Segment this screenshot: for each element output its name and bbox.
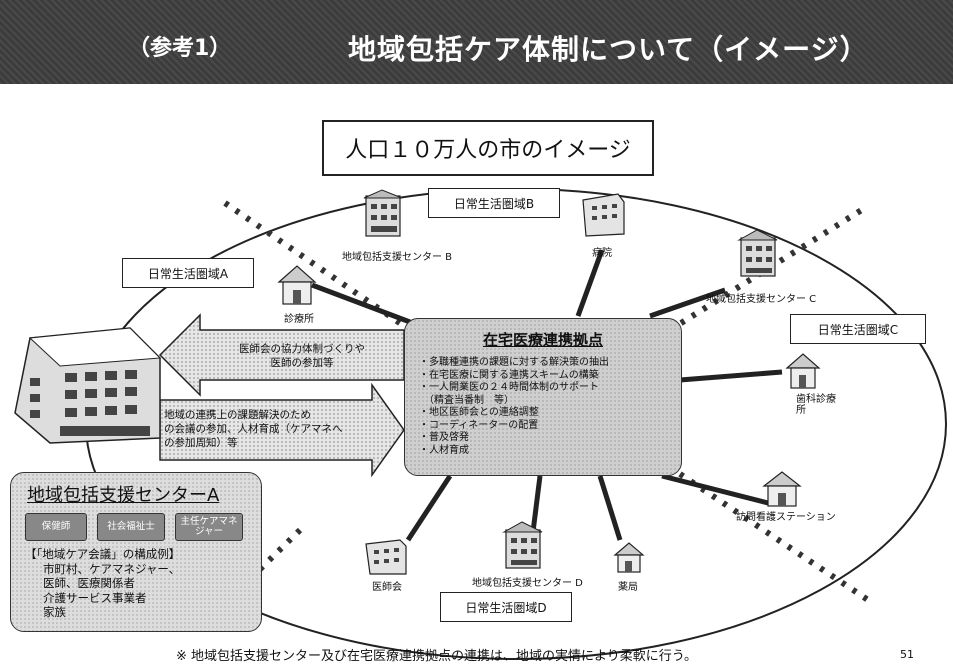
role-social-worker: 社会福祉士 <box>97 513 165 541</box>
area-label-a: 日常生活圏域A <box>122 258 254 288</box>
city-title-box: 人口１０万人の市のイメージ <box>322 120 654 176</box>
arrow-right-text: 地域の連携上の課題解決のため の会議の参加、人材育成（ケアマネへ の参加周知）等 <box>164 408 374 450</box>
arrow-right-line-1: 地域の連携上の課題解決のため <box>164 409 311 421</box>
arrow-right-line-3: の参加周知）等 <box>164 437 238 449</box>
home-care-hub: 在宅医療連携拠点 ・多職種連携の課題に対する解決策の抽出 ・在宅医療に関する連携… <box>404 318 682 476</box>
arrow-right-line-2: の会議の参加、人材育成（ケアマネへ <box>164 423 343 435</box>
footnote: ※ 地域包括支援センター及び在宅医療連携拠点の連携は、地域の実情により柔軟に行う… <box>176 649 697 664</box>
area-label-b: 日常生活圏域B <box>428 188 560 218</box>
arrow-left-line-2: 医師の参加等 <box>270 357 334 369</box>
label-dental-text: 歯科診療所 <box>796 394 836 416</box>
label-center-b: 地域包括支援センター B <box>342 252 453 263</box>
area-label-c: 日常生活圏域C <box>790 314 926 344</box>
area-label-d: 日常生活圏域D <box>440 592 572 622</box>
label-center-d: 地域包括支援センター D <box>472 578 583 589</box>
role-chief-care-manager: 主任ケアマネジャー <box>175 513 243 541</box>
dental-clinic-icon <box>785 353 821 389</box>
care-meeting-item: 家族 <box>43 605 66 619</box>
hub-item: ・一人開業医の２４時間体制のサポート <box>419 382 599 393</box>
nursing-station-icon <box>762 471 802 507</box>
care-meeting-item: 介護サービス事業者 <box>43 590 147 605</box>
hub-item: （精査当番制 等） <box>419 394 514 406</box>
care-meeting-title: 【「地域ケア会議」の構成例】 <box>25 547 181 561</box>
label-pharmacy: 薬局 <box>618 582 638 593</box>
clinic-icon <box>277 265 317 305</box>
hub-title: 在宅医療連携拠点 <box>482 331 603 349</box>
arrow-left <box>158 313 405 397</box>
page-title: 地域包括ケア体制について（イメージ） <box>348 33 869 66</box>
label-clinic: 診療所 <box>284 314 314 325</box>
hub-item: ・在宅医療に関する連携スキームの構築 <box>419 369 599 381</box>
label-medical-assoc: 医師会 <box>372 582 402 593</box>
connector-lines <box>311 249 783 542</box>
hub-item: ・地区医師会との連絡調整 <box>419 407 539 418</box>
header-prefix: （参考1） <box>128 36 232 61</box>
label-hospital: 病院 <box>592 248 612 259</box>
page-number: 51 <box>900 648 914 661</box>
care-meeting-item: 市町村、ケアマネジャー、 <box>43 561 181 576</box>
label-center-c: 地域包括支援センター C <box>706 294 817 305</box>
hub-item: ・普及啓発 <box>419 432 469 443</box>
arrow-left-text: 医師会の協力体制づくりや 医師の参加等 <box>212 342 392 370</box>
hospital-building-icon <box>14 327 162 444</box>
support-center-a: 地域包括支援センターA 保健師 社会福祉士 主任ケアマネジャー 【「地域ケア会議… <box>10 472 262 632</box>
hub-list: ・多職種連携の課題に対する解決策の抽出 ・在宅医療に関する連携スキームの構築 ・… <box>419 357 609 457</box>
label-dental: 歯科診療所 <box>796 394 846 416</box>
hub-item: ・コーディネーターの配置 <box>419 419 539 431</box>
building-c-icon <box>737 229 778 277</box>
label-nursing: 訪問看護ステーション <box>736 512 836 523</box>
pharmacy-icon <box>613 542 645 573</box>
center-a-title: 地域包括支援センターA <box>27 485 220 506</box>
building-b-icon <box>363 189 403 237</box>
medical-association-icon <box>365 539 407 575</box>
role-public-health-nurse: 保健師 <box>25 513 87 541</box>
hub-item: ・多職種連携の課題に対する解決策の抽出 <box>419 357 609 368</box>
hospital-icon <box>582 193 625 237</box>
arrow-right <box>159 382 405 478</box>
hub-item: ・人材育成 <box>419 444 469 456</box>
care-meeting-item: 医師、医療関係者 <box>43 576 135 590</box>
arrow-left-line-1: 医師会の協力体制づくりや <box>239 343 365 355</box>
header-bar: （参考1） 地域包括ケア体制について（イメージ） <box>0 0 953 84</box>
building-d-icon <box>502 521 543 569</box>
care-meeting-note: 【「地域ケア会議」の構成例】 市町村、ケアマネジャー、 医師、医療関係者 介護サ… <box>25 547 180 620</box>
